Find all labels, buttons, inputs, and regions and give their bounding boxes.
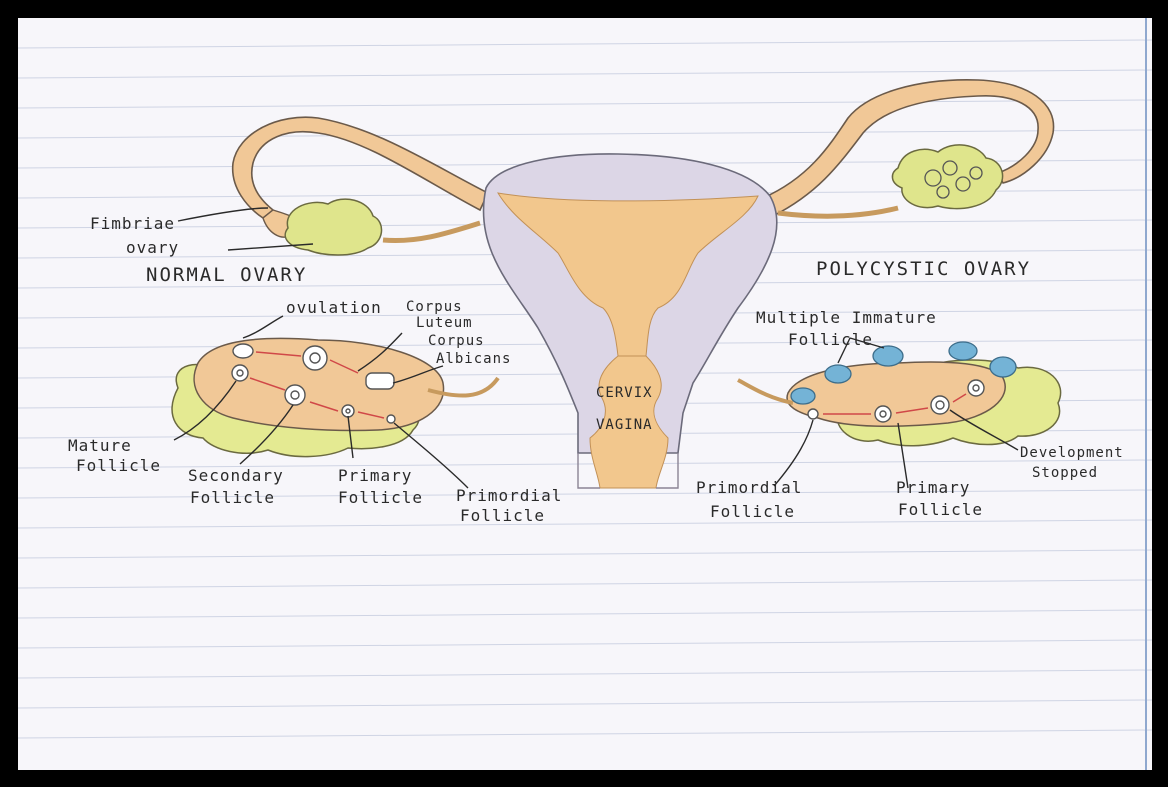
label-secondary-follicle-1: Secondary [188, 468, 284, 484]
label-multiple-immature-2: Follicle [788, 332, 873, 348]
label-development-stopped-1: Development [1020, 446, 1124, 460]
label-secondary-follicle-2: Follicle [190, 490, 275, 506]
label-vagina: VAGINA [596, 418, 653, 432]
label-primary-follicle-right-1: Primary [896, 480, 970, 496]
label-primary-follicle-left-1: Primary [338, 468, 412, 484]
notebook-page: Fimbriae ovary NORMAL OVARY POLYCYSTIC O… [18, 18, 1152, 770]
label-corpus-luteum-1: Corpus [406, 300, 463, 314]
label-primordial-follicle-right-2: Follicle [710, 504, 795, 520]
label-multiple-immature-1: Multiple Immature [756, 310, 937, 326]
label-ovary: ovary [126, 240, 179, 256]
label-mature-follicle-1: Mature [68, 438, 132, 454]
left-normal-ovary [285, 199, 381, 255]
label-primordial-follicle-right-1: Primordial [696, 480, 802, 496]
right-ovary-ligament-tail [738, 380, 793, 403]
reproductive-system-drawing [18, 18, 1152, 770]
label-fimbriae: Fimbriae [90, 216, 175, 232]
label-corpus-albicans-1: Corpus [428, 334, 485, 348]
label-primary-follicle-right-2: Follicle [898, 502, 983, 518]
label-cervix: CERVIX [596, 386, 653, 400]
label-polycystic-ovary: POLYCYSTIC OVARY [816, 260, 1031, 279]
label-ovulation: ovulation [286, 300, 382, 316]
label-primordial-follicle-left-2: Follicle [460, 508, 545, 524]
right-edge-strip [1152, 0, 1168, 787]
label-primary-follicle-left-2: Follicle [338, 490, 423, 506]
right-polycystic-ovary-top [892, 145, 1002, 209]
label-mature-follicle-2: Follicle [76, 458, 161, 474]
label-corpus-luteum-2: Luteum [416, 316, 473, 330]
label-development-stopped-2: Stopped [1032, 466, 1098, 480]
label-corpus-albicans-2: Albicans [436, 352, 511, 366]
right-ovarian-ligament [778, 208, 898, 216]
label-primordial-follicle-left-1: Primordial [456, 488, 562, 504]
label-normal-ovary: NORMAL OVARY [146, 266, 307, 285]
